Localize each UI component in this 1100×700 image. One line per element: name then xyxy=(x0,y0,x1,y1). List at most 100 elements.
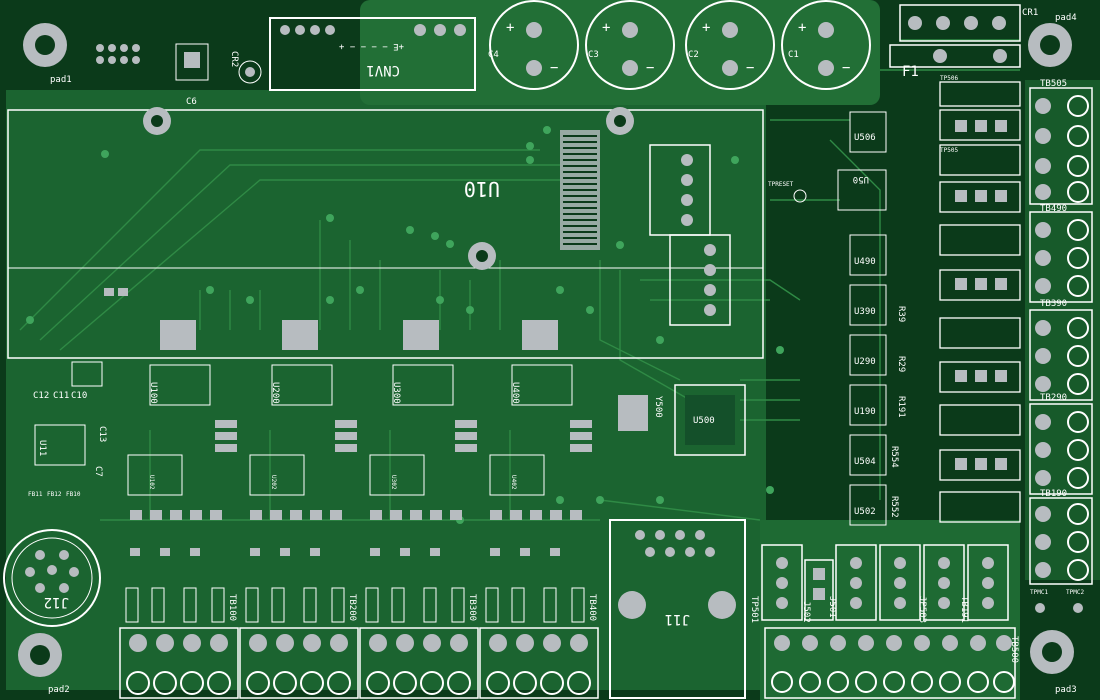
svg-text:pad4: pad4 xyxy=(1055,13,1077,23)
svg-text:J12: J12 xyxy=(44,594,69,610)
svg-text:TB505: TB505 xyxy=(1040,79,1067,89)
cnv1-pins: +E − − − − + xyxy=(338,41,404,51)
mount-pad-3: pad3 xyxy=(1030,630,1077,695)
svg-text:FB12: FB12 xyxy=(47,491,62,498)
right-chip-u390: U390 xyxy=(849,284,887,326)
cr1-part: CR1 xyxy=(899,4,1038,42)
copper-pour-top xyxy=(360,0,880,105)
tb300-block: TB300 xyxy=(359,594,479,699)
svg-text:C2: C2 xyxy=(688,50,699,60)
j11-connector: J11 xyxy=(609,519,746,699)
u10-label: U10 xyxy=(464,177,500,201)
cnv1-connector: +E − − − − + CNV1 xyxy=(269,17,476,91)
testpoint-labels: TP506 TP505 TPRESET TPMC1 TPMC2 xyxy=(768,75,1084,613)
right-chip-u50: U50 xyxy=(837,169,887,211)
f1-fuse: F1 xyxy=(889,44,1021,80)
driver-u400: U400 U402 xyxy=(489,320,573,496)
tb400-block: TB400 xyxy=(479,594,599,699)
svg-text:C7: C7 xyxy=(93,466,103,477)
svg-text:FB11: FB11 xyxy=(28,491,43,498)
right-chip-u504: U504 xyxy=(849,434,887,476)
svg-text:TB400: TB400 xyxy=(587,594,597,621)
c6-cap: C6 xyxy=(175,43,209,107)
svg-text:−: − xyxy=(842,60,850,76)
middle-header-b xyxy=(669,234,731,326)
right-terminal-blocks: TB505 TB490 TB390 TB290 TB190 xyxy=(1029,79,1093,585)
svg-text:+: + xyxy=(798,20,806,36)
svg-text:U504: U504 xyxy=(854,457,876,467)
svg-text:JP503: JP503 xyxy=(917,596,927,623)
svg-text:CR2: CR2 xyxy=(229,51,239,67)
svg-text:TB100: TB100 xyxy=(227,594,237,621)
svg-text:J11: J11 xyxy=(665,611,690,627)
svg-text:U490: U490 xyxy=(854,257,876,267)
svg-text:TB190: TB190 xyxy=(1040,489,1067,499)
j12-connector: J12 xyxy=(3,529,101,627)
svg-text:+: + xyxy=(702,20,710,36)
svg-text:FB10: FB10 xyxy=(66,491,81,498)
svg-text:U11: U11 xyxy=(37,440,47,456)
svg-text:Y500: Y500 xyxy=(653,396,663,418)
svg-text:+: + xyxy=(602,20,610,36)
svg-text:C11: C11 xyxy=(53,391,69,401)
svg-text:C3: C3 xyxy=(588,50,599,60)
svg-text:F1: F1 xyxy=(902,64,919,80)
driver-smd-rows xyxy=(130,420,592,556)
svg-text:pad3: pad3 xyxy=(1055,685,1077,695)
cap-c1: + − C1 xyxy=(781,0,871,90)
copper-pour-br xyxy=(760,520,1020,700)
svg-text:U506: U506 xyxy=(854,133,876,143)
svg-text:C1: C1 xyxy=(788,50,799,60)
svg-text:U100: U100 xyxy=(148,382,158,404)
svg-text:R554: R554 xyxy=(889,446,899,468)
copper-pour-main xyxy=(6,90,766,690)
right-relay-column xyxy=(939,81,1021,523)
mount-pad-2: pad2 xyxy=(18,633,70,695)
svg-text:C4: C4 xyxy=(488,50,499,60)
svg-text:TB390: TB390 xyxy=(1040,299,1067,309)
svg-text:J502: J502 xyxy=(801,601,811,623)
svg-text:pad2: pad2 xyxy=(48,685,70,695)
cnv1-label: CNV1 xyxy=(366,62,400,78)
svg-text:R552: R552 xyxy=(889,496,899,518)
svg-text:U390: U390 xyxy=(854,307,876,317)
mount-pad-1: pad1 xyxy=(23,23,72,85)
br-labels: TP501 J502 J501 JP503 TB191 TB500 xyxy=(749,596,1019,663)
svg-text:TB191: TB191 xyxy=(959,596,969,623)
svg-text:C6: C6 xyxy=(186,97,197,107)
svg-text:U502: U502 xyxy=(854,507,876,517)
svg-text:U190: U190 xyxy=(854,407,876,417)
u500-mcu: U500 xyxy=(674,384,746,456)
right-chip-u290: U290 xyxy=(849,334,887,376)
svg-text:U50: U50 xyxy=(853,174,869,184)
br-header-group xyxy=(761,544,1016,699)
driver-u300: U300 U302 xyxy=(369,320,454,496)
svg-text:−: − xyxy=(646,60,654,76)
fuse-row xyxy=(125,587,585,623)
svg-text:U302: U302 xyxy=(390,475,397,490)
svg-text:C10: C10 xyxy=(71,391,87,401)
svg-text:+: + xyxy=(506,20,514,36)
svg-text:R39: R39 xyxy=(896,306,906,322)
cr2-diode: CR2 xyxy=(229,51,262,84)
svg-text:TB290: TB290 xyxy=(1040,393,1067,403)
tb100-block: TB100 xyxy=(119,594,239,699)
svg-text:U102: U102 xyxy=(148,475,155,490)
driver-u100: U100 U102 xyxy=(127,320,211,496)
svg-text:TPMC1: TPMC1 xyxy=(1030,589,1048,596)
right-chip-u506: U506 xyxy=(849,111,887,153)
svg-text:U200: U200 xyxy=(270,382,280,404)
svg-text:U400: U400 xyxy=(510,382,520,404)
br-terminal-screws xyxy=(771,671,1015,693)
svg-text:C13: C13 xyxy=(97,426,107,442)
right-chip-u190: U190 xyxy=(849,384,887,426)
svg-text:CR1: CR1 xyxy=(1022,8,1038,18)
y500-crystal: Y500 xyxy=(618,395,663,431)
tb200-block: TB200 xyxy=(239,594,359,699)
svg-text:TB200: TB200 xyxy=(347,594,357,621)
svg-text:U300: U300 xyxy=(391,382,401,404)
cap-c3: + − C3 xyxy=(585,0,675,90)
svg-text:R191: R191 xyxy=(896,396,906,418)
right-relay-pads xyxy=(955,120,1007,470)
